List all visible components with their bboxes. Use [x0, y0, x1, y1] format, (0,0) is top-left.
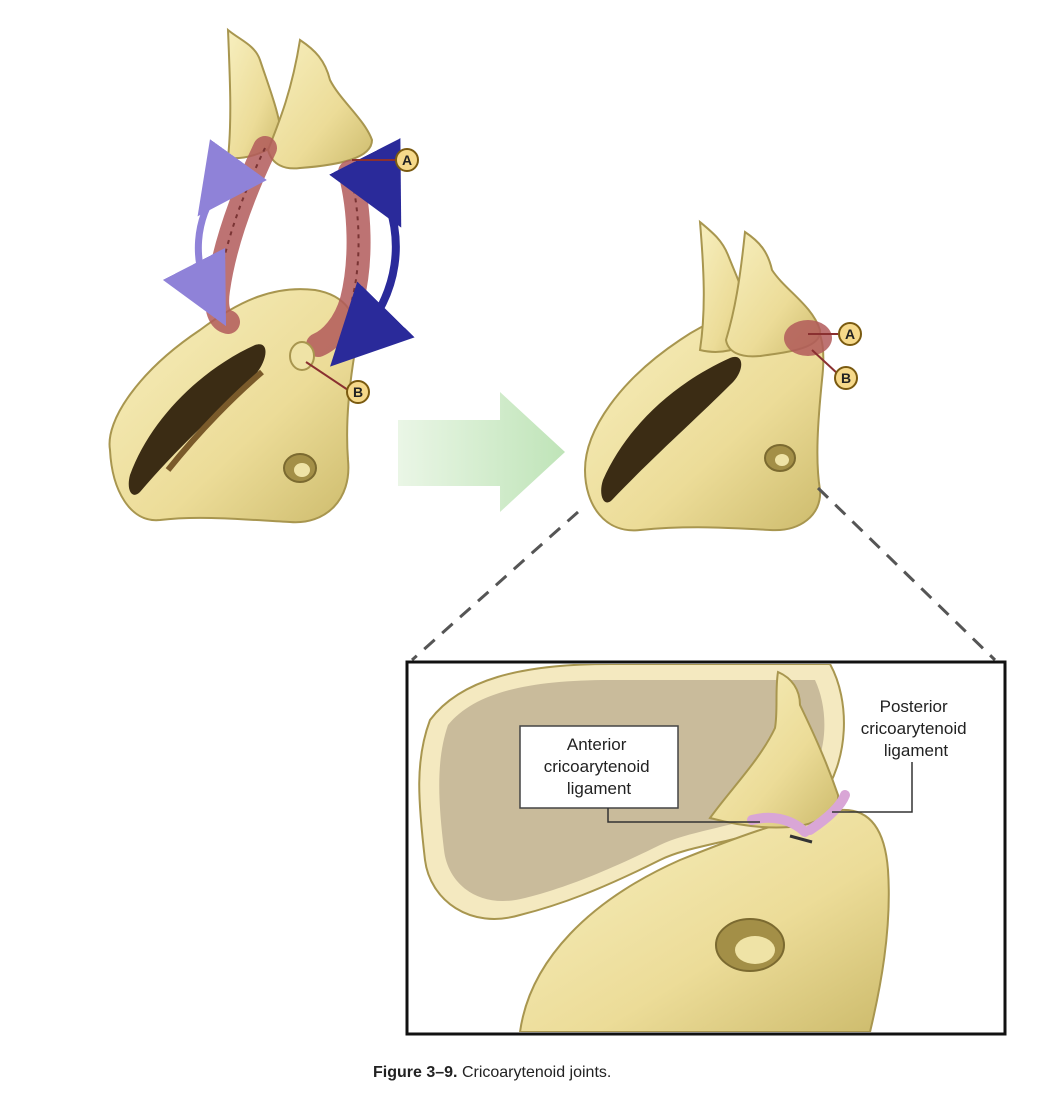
- left-cricoarytenoid-illustration: A B: [108, 27, 419, 524]
- left-marker-b-label: B: [353, 384, 363, 400]
- inset-posterior-ligament: [805, 790, 850, 835]
- zoom-line-right: [816, 486, 997, 662]
- right-cricoid-cartilage: [583, 309, 825, 532]
- right-marker-a-label: A: [845, 326, 855, 342]
- right-marker-b: [834, 366, 858, 390]
- right-marker-a: [838, 322, 862, 346]
- right-marker-b-label: B: [841, 370, 851, 386]
- posterior-leader-line: [832, 762, 913, 813]
- left-rotation-arrow-light: [162, 139, 267, 327]
- left-cricoid-cavity: [128, 344, 266, 495]
- right-cricoarytenoid-illustration: A B: [583, 219, 862, 532]
- inset-detail: Anterior cricoarytenoid ligament Posteri…: [405, 660, 1007, 1036]
- figure-number: Figure 3–9.: [373, 1064, 458, 1081]
- anterior-ligament-label: Anterior cricoarytenoid ligament: [544, 735, 655, 798]
- posterior-ligament-label: Posterior cricoarytenoid ligament: [861, 697, 972, 760]
- zoom-line-left: [411, 510, 579, 662]
- figure-caption-text: Cricoarytenoid joints.: [461, 1064, 612, 1081]
- inset-anterior-ligament: [747, 812, 810, 837]
- transition-arrow: [398, 392, 565, 512]
- anterior-label-box: [519, 725, 679, 809]
- left-marker-a: [395, 148, 419, 172]
- figure-caption: Figure 3–9. Cricoarytenoid joints.: [373, 1064, 973, 1082]
- anterior-leader-line: [607, 808, 760, 823]
- left-marker-a-label: A: [402, 152, 412, 168]
- right-joint-contact: [784, 320, 832, 356]
- left-marker-b: [346, 380, 370, 404]
- right-cricoid-cavity: [601, 356, 742, 503]
- left-rotation-arrow-dark: [329, 138, 415, 367]
- left-arytenoid-front: [266, 38, 374, 170]
